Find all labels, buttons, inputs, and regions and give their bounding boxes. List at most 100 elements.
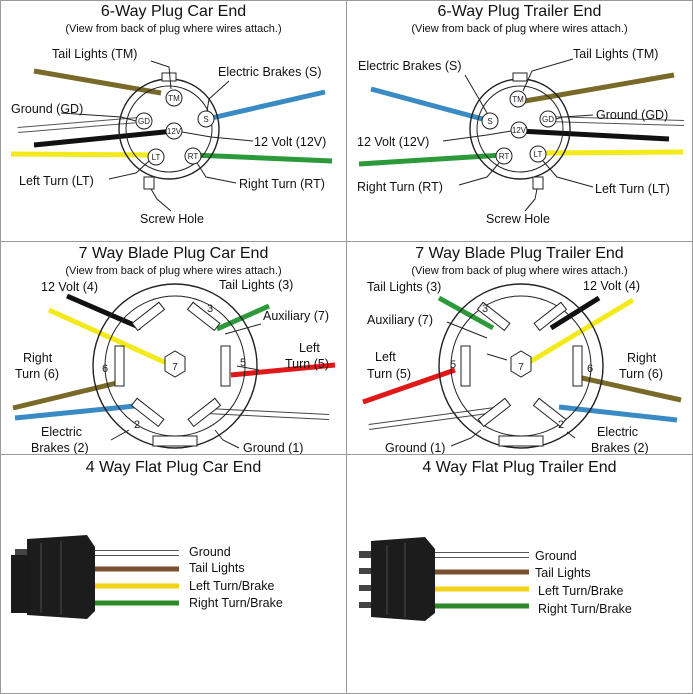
pin-gd: GD xyxy=(542,115,554,124)
plug-key-tab xyxy=(152,435,198,447)
label-12-volt: 12 Volt (12V) xyxy=(254,135,327,149)
auxiliary-wire xyxy=(521,297,635,369)
pin-12v: 12V xyxy=(512,126,527,135)
pin-tm: TM xyxy=(168,94,180,103)
label-left-turn: Left Turn (LT) xyxy=(595,182,670,196)
label-electric-brakes-b: Brakes (2) xyxy=(31,441,89,455)
label-right-turn-b: Turn (6) xyxy=(619,367,663,381)
pin-3: 3 xyxy=(207,303,213,315)
connector-pin xyxy=(359,551,373,558)
plug-outer-ring xyxy=(92,283,258,449)
left-turn-wire xyxy=(10,151,157,158)
panel-subtitle: (View from back of plug where wires atta… xyxy=(411,265,628,277)
connector-pin xyxy=(15,549,27,556)
tail-lights-wire xyxy=(215,303,271,332)
label-12-volt: 12 Volt (4) xyxy=(41,280,98,294)
label-12-volt: 12 Volt (12V) xyxy=(357,135,430,149)
panel-6way-car-end: 6-Way Plug Car End (View from back of pl… xyxy=(0,0,347,242)
pin-s: S xyxy=(203,115,208,124)
pin-s: S xyxy=(487,117,492,126)
panel-title: 4 Way Flat Plug Trailer End xyxy=(422,459,617,476)
label-ground: Ground (1) xyxy=(385,441,446,455)
label-right-turn-brake: Right Turn/Brake xyxy=(538,602,632,616)
tail-lights-wire xyxy=(437,295,495,331)
panel-subtitle: (View from back of plug where wires atta… xyxy=(65,265,282,277)
pin-6: 6 xyxy=(102,363,108,375)
label-tail-lights: Tail Lights (3) xyxy=(367,280,442,294)
label-screw-hole: Screw Hole xyxy=(140,212,204,226)
plug-6way-car-diagram: TM GD S 12V LT RT xyxy=(10,60,333,212)
panel-subtitle: (View from back of plug where wires atta… xyxy=(65,23,282,35)
plug-7way-car-diagram: 7 3 6 5 2 xyxy=(12,283,336,449)
screw-hole xyxy=(532,176,544,190)
electric-brakes-wire xyxy=(206,89,326,122)
screw-hole xyxy=(143,176,155,190)
pin-gd: GD xyxy=(138,117,150,126)
label-tail-lights: Tail Lights (TM) xyxy=(573,47,659,61)
right-turn-wire xyxy=(192,152,333,164)
pin-lt: LT xyxy=(152,153,161,162)
label-ground: Ground xyxy=(189,545,231,559)
label-electric-brakes: Electric Brakes (S) xyxy=(358,59,462,73)
label-electric-brakes-a: Electric xyxy=(597,425,638,439)
label-12-volt: 12 Volt (4) xyxy=(583,279,640,293)
pin-tm: TM xyxy=(512,95,524,104)
label-ground: Ground xyxy=(535,549,577,563)
label-ground: Ground (GD) xyxy=(11,102,84,116)
plug-7way-trailer-diagram: 7 3 5 6 2 xyxy=(362,283,682,449)
plug-outer-ring xyxy=(438,283,604,449)
label-electric-brakes-a: Electric xyxy=(41,425,82,439)
label-tail-lights: Tail Lights xyxy=(189,561,245,575)
right-turn-wire xyxy=(12,379,122,411)
electric-brakes-wire xyxy=(370,86,491,124)
plug-4way-car-diagram xyxy=(11,535,179,619)
pin-6: 6 xyxy=(587,363,593,375)
label-tail-lights: Tail Lights xyxy=(535,566,591,580)
right-turn-wire xyxy=(358,152,504,167)
panel-title: 6-Way Plug Trailer End xyxy=(437,3,602,20)
panel-6way-trailer-end: 6-Way Plug Trailer End (View from back o… xyxy=(346,0,693,242)
label-auxiliary: Auxiliary (7) xyxy=(367,313,433,327)
12v-wire xyxy=(549,295,601,331)
label-tail-lights: Tail Lights (TM) xyxy=(52,47,138,61)
label-right-turn: Right Turn (RT) xyxy=(239,177,325,191)
tail-lights-wire xyxy=(33,68,162,96)
label-right-turn-brake: Right Turn/Brake xyxy=(189,596,283,610)
pin-2: 2 xyxy=(558,419,564,431)
label-right-turn-a: Right xyxy=(23,351,53,365)
panel-title: 7 Way Blade Plug Car End xyxy=(78,245,269,262)
pin-5: 5 xyxy=(240,357,246,369)
label-left-turn-b: Turn (5) xyxy=(367,367,411,381)
plug-6way-trailer-diagram: TM GD S 12V LT RT xyxy=(358,58,685,212)
plug-4way-trailer-diagram xyxy=(359,537,529,621)
label-tail-lights: Tail Lights (3) xyxy=(219,278,294,292)
label-ground: Ground (1) xyxy=(243,441,304,455)
tail-lights-wire xyxy=(524,72,675,104)
label-left-turn-brake: Left Turn/Brake xyxy=(538,584,624,598)
plug-key-tab xyxy=(512,72,528,82)
pin-rt: RT xyxy=(499,152,510,161)
label-electric-brakes-b: Brakes (2) xyxy=(591,441,649,455)
panel-title: 7 Way Blade Plug Trailer End xyxy=(415,245,624,262)
12v-wire xyxy=(33,128,175,148)
label-left-turn-a: Left xyxy=(375,350,396,364)
label-right-turn-b: Turn (6) xyxy=(15,367,59,381)
electric-brakes-wire xyxy=(558,404,678,423)
right-turn-wire xyxy=(572,373,682,403)
left-turn-wire xyxy=(536,149,684,156)
plug-key-tab xyxy=(498,435,544,447)
label-left-turn-b: Turn (5) xyxy=(285,357,329,371)
connector-body xyxy=(371,537,435,621)
pin-5: 5 xyxy=(450,359,456,371)
panel-7way-trailer-end: 7 Way Blade Plug Trailer End (View from … xyxy=(346,241,693,455)
electric-brakes-wire xyxy=(14,403,136,421)
pin-lt: LT xyxy=(534,150,543,159)
12v-wire xyxy=(518,128,670,142)
label-right-turn-a: Right xyxy=(627,351,657,365)
label-left-turn: Left Turn (LT) xyxy=(19,174,94,188)
pin-7: 7 xyxy=(518,362,524,373)
label-right-turn: Right Turn (RT) xyxy=(357,180,443,194)
panel-title: 4 Way Flat Plug Car End xyxy=(85,459,262,476)
panel-subtitle: (View from back of plug where wires atta… xyxy=(411,23,628,35)
panel-title: 6-Way Plug Car End xyxy=(100,3,247,20)
